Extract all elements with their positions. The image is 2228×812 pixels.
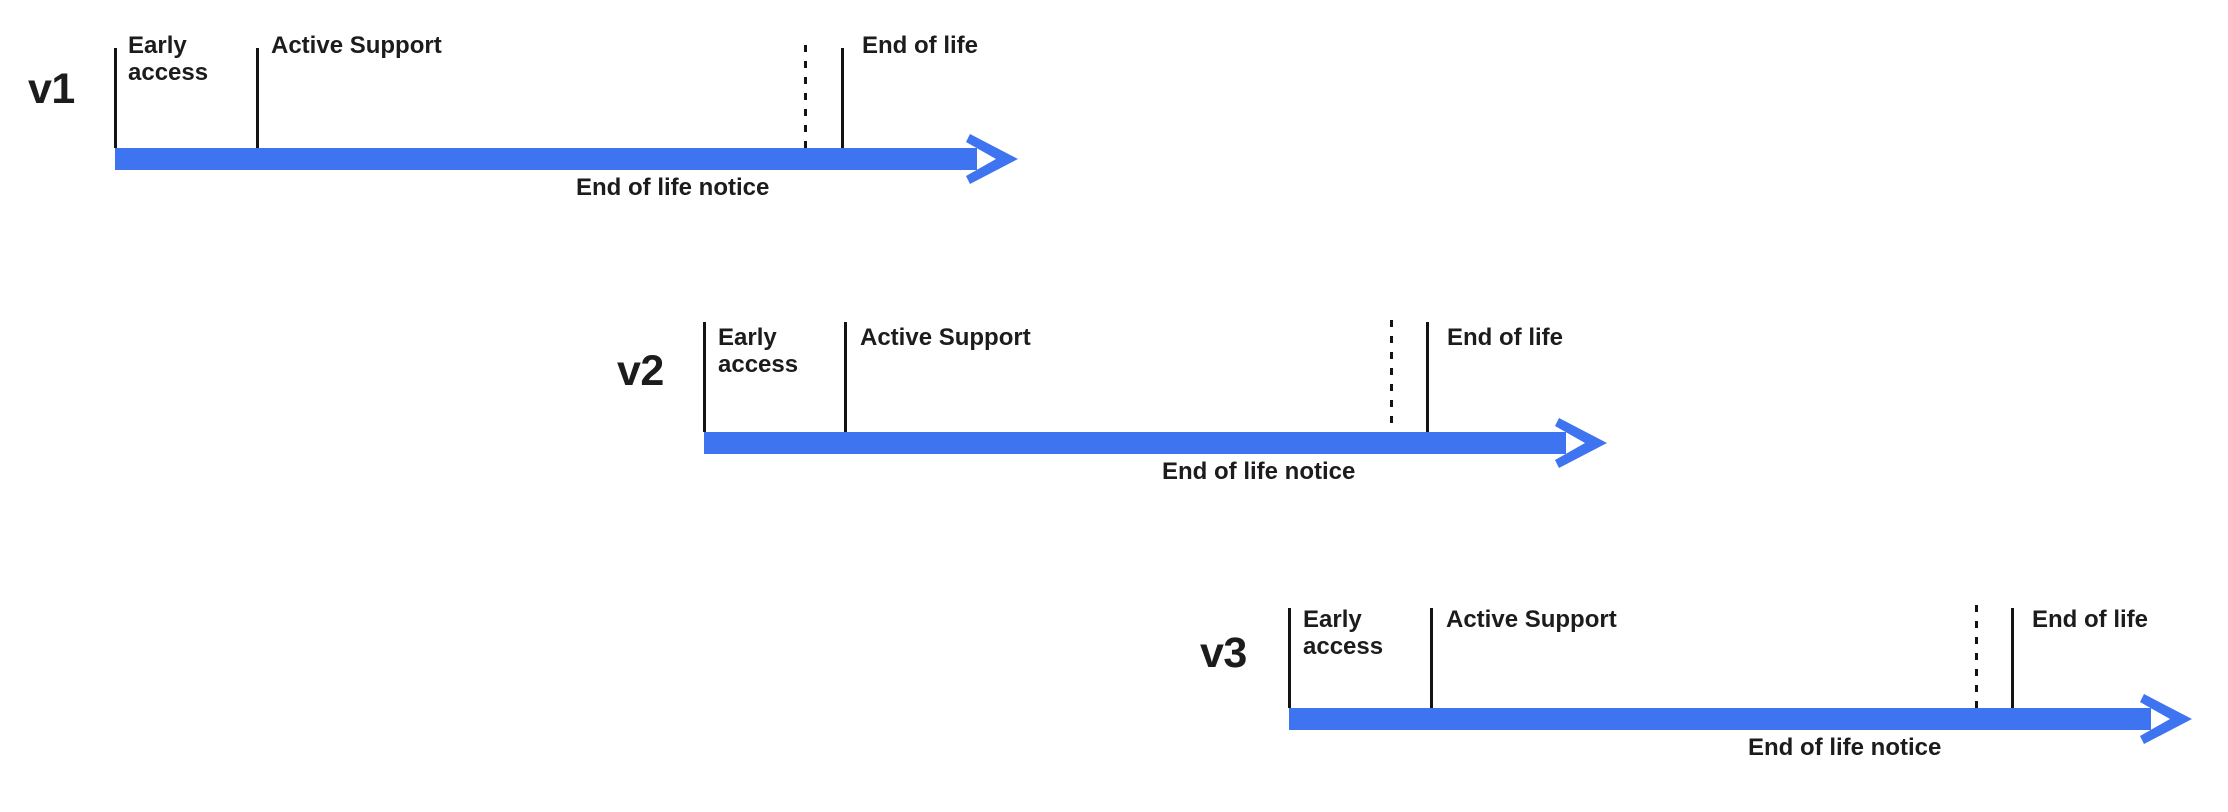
tick-early-access-start-v3 (1288, 608, 1291, 708)
phase-label-end-of-life-v3: End of life (2032, 606, 2148, 633)
version-label-v1: v1 (28, 65, 75, 113)
tick-end-of-life-start-v3 (2011, 608, 2014, 708)
lifecycle-arrow-head-v3 (2140, 694, 2192, 744)
phase-label-early-access-v3: Early access (1303, 606, 1384, 660)
tick-end-of-life-start-v1 (841, 48, 844, 148)
lifecycle-arrow-shaft-v3 (1289, 708, 2151, 730)
tick-early-access-start-v1 (114, 48, 117, 148)
tick-active-support-start-v1 (256, 48, 259, 148)
lifecycle-arrow-shaft-v2 (704, 432, 1566, 454)
phase-label-end-of-life-v2: End of life (1447, 324, 1563, 351)
phase-label-active-support-v1: Active Support (271, 32, 442, 59)
lifecycle-arrow-head-v2 (1555, 418, 1607, 468)
tick-active-support-start-v2 (844, 322, 847, 432)
phase-label-early-access-v2: Early access (718, 324, 799, 378)
tick-end-of-life-notice-v1 (804, 45, 807, 148)
phase-label-early-access-v1: Early access (128, 32, 209, 86)
tick-end-of-life-notice-v2 (1390, 320, 1393, 432)
version-label-v3: v3 (1200, 629, 1247, 677)
lifecycle-arrow-shaft-v1 (115, 148, 977, 170)
phase-label-active-support-v3: Active Support (1446, 606, 1617, 633)
notice-label-v1: End of life notice (576, 174, 770, 201)
version-label-v2: v2 (617, 347, 664, 395)
lifecycle-arrow-head-v1 (966, 134, 1018, 184)
tick-end-of-life-start-v2 (1426, 322, 1429, 432)
notice-label-v3: End of life notice (1748, 734, 1942, 761)
tick-end-of-life-notice-v3 (1975, 605, 1978, 708)
phase-label-end-of-life-v1: End of life (862, 32, 978, 59)
tick-early-access-start-v2 (703, 322, 706, 432)
tick-active-support-start-v3 (1430, 608, 1433, 708)
notice-label-v2: End of life notice (1162, 458, 1356, 485)
phase-label-active-support-v2: Active Support (860, 324, 1031, 351)
